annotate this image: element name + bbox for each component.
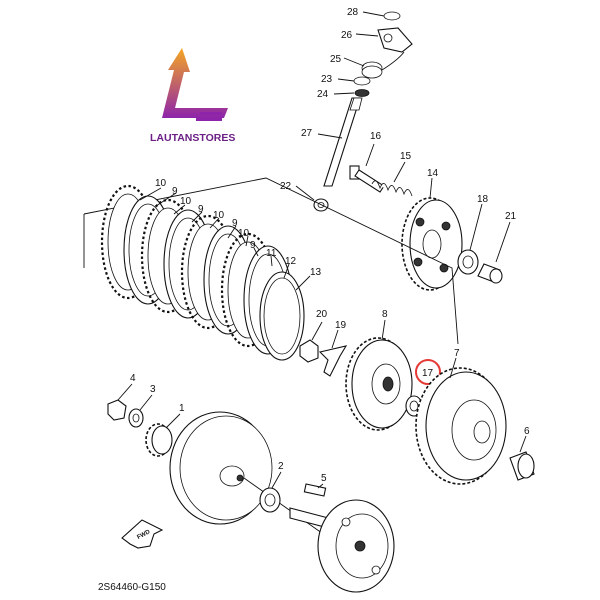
part-25 [343,51,405,79]
callout-23: 23 [321,74,333,85]
clutch-drum [169,411,361,561]
callout-10: 10 [238,228,250,239]
part-18 [457,203,483,275]
callout-9: 9 [172,186,178,197]
part-14 [401,177,463,291]
plate-stack-frame [83,177,459,345]
part-21 [477,221,511,284]
callout-4: 4 [130,373,136,384]
part-24 [333,89,370,97]
callout-6: 6 [524,426,530,437]
logo-stripe [200,112,222,115]
part-27 [317,97,363,187]
cushion-ring [259,271,305,361]
part-1 [145,413,181,457]
clutch-shoe-assembly [289,499,395,593]
part-28 [362,11,401,21]
part-22 [295,185,329,212]
callout-14: 14 [427,168,439,179]
logo-stripe [196,118,222,121]
part-3 [128,394,153,428]
part-6 [509,435,535,481]
part-15 [371,161,413,197]
highlight-ring [415,359,441,385]
callout-3: 3 [150,384,156,395]
callout-21: 21 [505,211,517,222]
part-7 [415,357,507,485]
callout-1: 1 [179,403,185,414]
brand-name: LAUTANSTORES [150,132,235,144]
callout-25: 25 [330,54,342,65]
clutch-plates [100,184,305,361]
callout-28: 28 [347,7,359,18]
callout-22: 22 [280,181,292,192]
callout-5: 5 [321,473,327,484]
brand-logo: LAUTANSTORES [150,48,235,144]
part-26 [355,27,413,53]
callout-16: 16 [370,131,382,142]
callout-27: 27 [301,128,313,139]
callout-26: 26 [341,30,353,41]
callout-11: 11 [266,248,277,259]
callout-9: 9 [250,240,256,251]
callout-8: 8 [382,309,388,320]
part-2 [259,471,282,513]
part-4 [107,383,133,421]
callout-15: 15 [400,151,412,162]
callout-10: 10 [213,210,225,221]
callout-9: 9 [198,204,204,215]
callout-20: 20 [316,309,328,320]
callout-19: 19 [335,320,347,331]
callout-10: 10 [155,178,167,189]
part-5 [303,483,327,497]
callout-2: 2 [278,461,284,472]
part-8 [345,319,413,431]
callout-12: 12 [285,256,297,267]
callout-17: 17 [422,368,434,379]
callout-10: 10 [180,196,192,207]
callout-labels: 28 26 25 23 24 27 16 15 14 22 18 21 10 9… [130,7,530,484]
forward-arrow-icon: FWD [121,519,164,549]
logo-arrow-icon [162,48,228,118]
part-23 [337,76,371,86]
drawing-code: 2S64460-G150 [98,582,166,593]
part-20 [299,321,323,363]
plate-leaders [139,187,311,291]
callout-9: 9 [232,218,238,229]
part-19 [318,329,348,377]
callout-13: 13 [310,267,322,278]
callout-24: 24 [317,89,329,100]
callout-18: 18 [477,194,489,205]
callout-7: 7 [454,348,460,359]
